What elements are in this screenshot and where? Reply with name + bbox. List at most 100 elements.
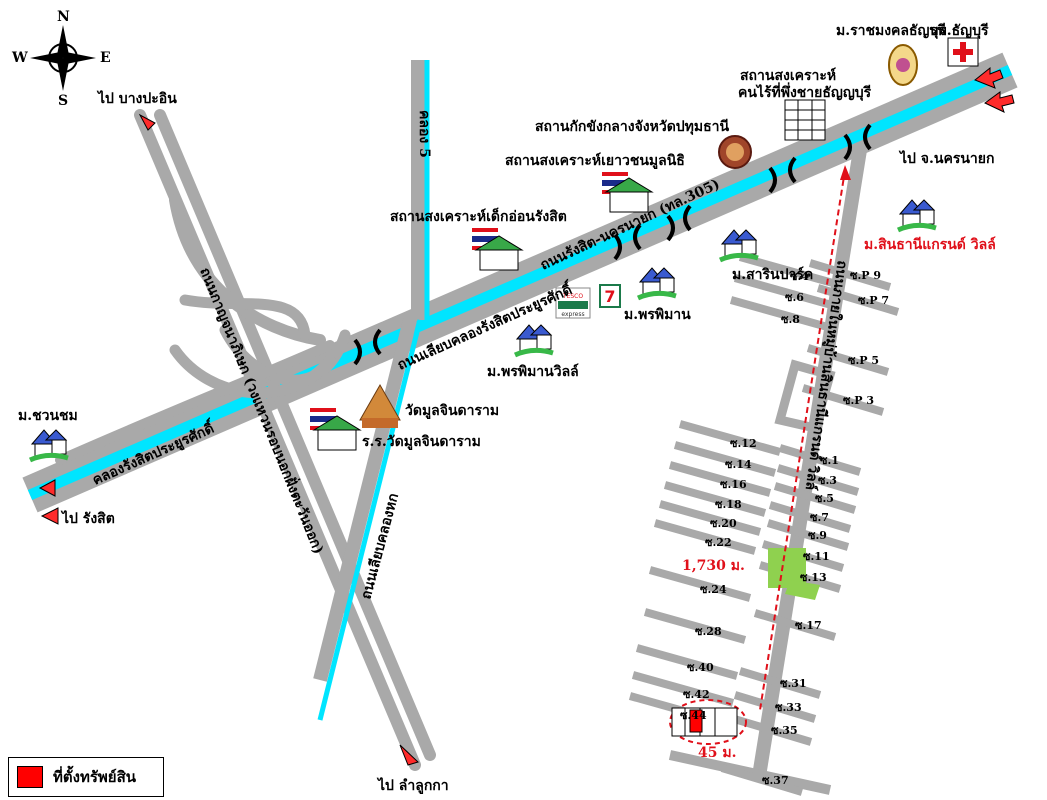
direction-bang-pa-in: ไป บางปะอิน bbox=[96, 89, 177, 107]
soi-street bbox=[720, 764, 804, 796]
soi-label-right: ซ.33 bbox=[775, 701, 802, 714]
soi-street bbox=[678, 420, 782, 456]
soi-street bbox=[733, 274, 837, 310]
label-detention: สถานกักขังกลางจังหวัดปทุมธานี bbox=[535, 119, 730, 135]
compass-w: W bbox=[11, 50, 28, 66]
village-house-icon bbox=[513, 324, 554, 358]
soi-street bbox=[668, 461, 772, 497]
arrow-rangsit-1 bbox=[38, 479, 56, 497]
legend-label: ที่ตั้งทรัพย์สิน bbox=[53, 768, 136, 786]
distance-arrow bbox=[840, 165, 851, 180]
green-area bbox=[768, 548, 806, 588]
soi-street bbox=[738, 667, 822, 699]
label-infant-welfare: สถานสงเคราะห์เด็กอ่อนรังสิต bbox=[390, 207, 567, 225]
soi-street bbox=[648, 566, 752, 602]
legend-marker bbox=[17, 766, 43, 788]
label-hospital: รพ.ธัญบุรี bbox=[930, 23, 989, 39]
temple-icon bbox=[359, 383, 401, 428]
property-marker bbox=[669, 699, 747, 745]
soi-label-right: ซ.11 bbox=[803, 550, 830, 563]
legend: ที่ตั้งทรัพย์สิน bbox=[8, 757, 164, 797]
village-house-icon bbox=[28, 429, 69, 463]
label-sin-thani: ม.สินธานีแกรนด์ วิลล์ bbox=[864, 236, 996, 253]
village-icons bbox=[28, 199, 937, 463]
soi-label-left: ซ.42 bbox=[683, 688, 710, 701]
soi-label-right: ซ.7 bbox=[810, 511, 829, 524]
soi-label-left: ซ.18 bbox=[715, 498, 742, 511]
arrow-nakhon-nayok-1 bbox=[974, 66, 1004, 89]
distance-line bbox=[759, 169, 846, 711]
hospital-icon bbox=[947, 37, 979, 67]
arrow-nakhon-nayok-2 bbox=[984, 91, 1015, 113]
soi-label-right: ซ.17 bbox=[795, 619, 822, 632]
road-khlong5: คลอง 5 bbox=[416, 110, 432, 158]
soi-label-right: ซ.35 bbox=[771, 724, 798, 737]
soi-label-right: ซ.9 bbox=[808, 529, 827, 542]
label-shelter-2: คนไร้ที่พึ่งชายธัญญบุรี bbox=[738, 82, 872, 101]
university-logo-icon bbox=[888, 44, 918, 86]
label-youth-welfare: สถานสงเคราะห์เยาวชนมูลนิธิ bbox=[505, 152, 685, 169]
compass: N S E W bbox=[11, 9, 111, 109]
svg-text:7: 7 bbox=[604, 287, 615, 306]
soi-label-left: ซ.4 bbox=[790, 270, 809, 283]
soi-street bbox=[729, 296, 833, 332]
soi-lines bbox=[628, 253, 900, 796]
soi-label-left: ซ.14 bbox=[725, 458, 752, 471]
soi-street bbox=[773, 482, 857, 514]
soi-street bbox=[733, 691, 817, 723]
soi-label-right: ซ.13 bbox=[800, 571, 827, 584]
soi-label-right: ซ.31 bbox=[780, 677, 807, 690]
village-house-icon bbox=[636, 267, 677, 301]
direction-nakhon-nayok: ไป จ.นครนายก bbox=[898, 149, 994, 167]
bridges bbox=[353, 123, 872, 366]
label-pornpiman-ville: ม.พรพิมานวิลล์ bbox=[487, 363, 579, 380]
soi-label-left: ซ.28 bbox=[695, 625, 722, 638]
soi-label-right: ซ.P 5 bbox=[848, 354, 879, 367]
village-house-icon bbox=[718, 229, 759, 263]
label-pornpiman: ม.พรพิมาน bbox=[624, 307, 691, 323]
soi-label-right: ซ.P 7 bbox=[858, 294, 889, 307]
compass-s: S bbox=[58, 93, 68, 109]
label-chuanchom: ม.ชวนชม bbox=[18, 408, 78, 424]
direction-rangsit: ไป รังสิต bbox=[60, 509, 115, 527]
khlong5-road bbox=[313, 60, 430, 721]
ring-road bbox=[55, 109, 436, 771]
soi-label-right: ซ.1 bbox=[820, 454, 839, 467]
direction-lam-luk-ka: ไป ลำลูกกา bbox=[376, 776, 449, 794]
green-area bbox=[785, 580, 820, 600]
distance-main: 1,730 ม. bbox=[682, 558, 745, 574]
soi-street bbox=[673, 441, 777, 477]
village-house-icon bbox=[896, 199, 937, 233]
tesco-lotus-icon: TESCO express bbox=[555, 287, 591, 319]
soi-street bbox=[806, 344, 890, 376]
soi-labels: ซ.P 9ซ.P 7ซ.P 5ซ.P 3ซ.1ซ.3ซ.5ซ.7ซ.9ซ.11ซ… bbox=[680, 269, 889, 787]
soi-street bbox=[643, 608, 747, 644]
soi-street bbox=[653, 519, 757, 555]
seven-eleven-icon: 7 bbox=[599, 284, 621, 308]
soi-street bbox=[663, 481, 767, 517]
soi-street bbox=[801, 384, 885, 416]
soi-label-left: ซ.20 bbox=[710, 517, 737, 530]
label-shelter-1: สถานสงเคราะห์ bbox=[740, 67, 836, 84]
soi-label-left: ซ.24 bbox=[700, 583, 727, 596]
label-rajamangala: ม.ราชมงคลธัญบุรี bbox=[836, 23, 946, 39]
detention-seal-icon bbox=[718, 135, 752, 169]
svg-text:TESCO: TESCO bbox=[562, 293, 583, 300]
soi-street bbox=[768, 501, 852, 533]
soi-street bbox=[776, 464, 860, 496]
soi-street bbox=[631, 671, 735, 707]
soi-label-left: ซ.22 bbox=[705, 536, 732, 549]
soi-label-right: ซ.3 bbox=[818, 474, 837, 487]
arrow-lam-luk-ka bbox=[399, 744, 419, 766]
soi-label-right: ซ.P 3 bbox=[843, 394, 874, 407]
distance-short: 45 ม. bbox=[698, 745, 736, 761]
soi-label-left: ซ.8 bbox=[781, 313, 800, 326]
building-icon bbox=[784, 99, 826, 141]
soi-street bbox=[753, 609, 837, 641]
thai-flag-icon bbox=[472, 228, 524, 271]
direction-arrows bbox=[38, 66, 1015, 766]
soi-street bbox=[778, 444, 862, 476]
arrow-rangsit-2 bbox=[40, 507, 59, 525]
soi-street bbox=[729, 714, 813, 746]
